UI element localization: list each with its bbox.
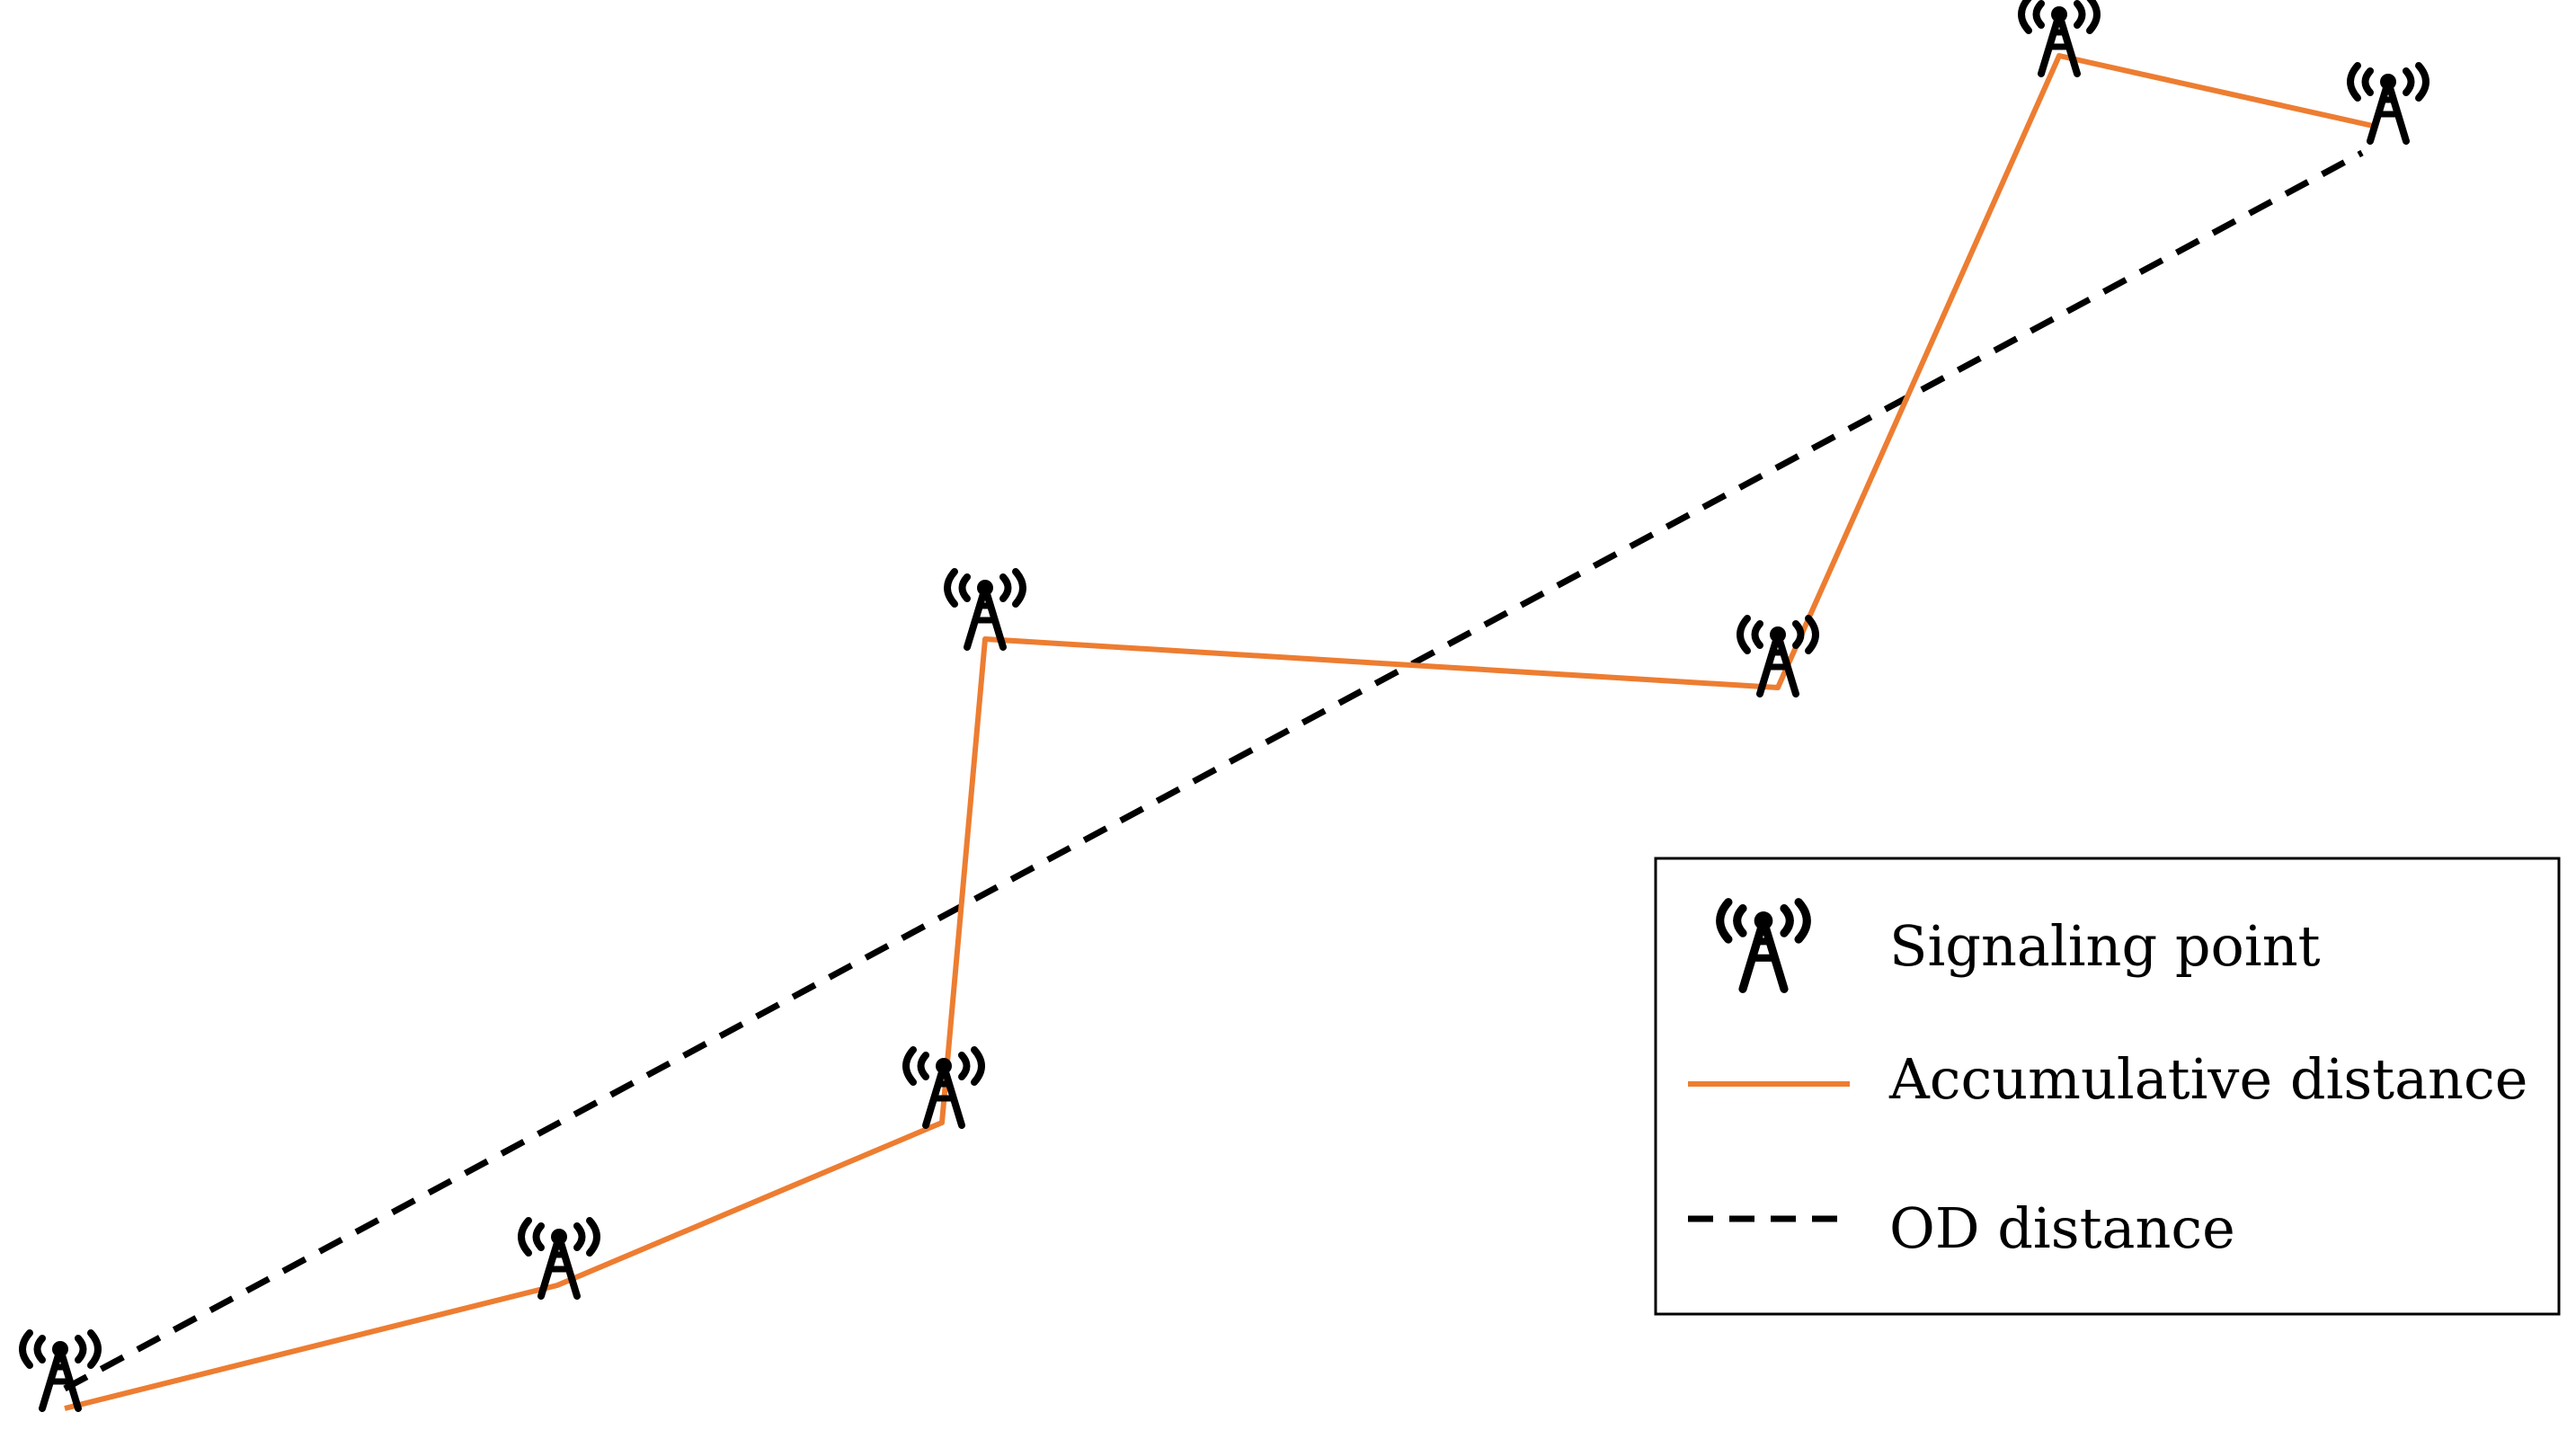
radio-tower-icon <box>22 1333 98 1408</box>
legend-signaling-point-label: Signaling point <box>1889 913 2321 979</box>
radio-tower-icon <box>947 572 1023 647</box>
od-distance-line <box>63 149 2364 1392</box>
legend: Signaling point Accumulative distance OD… <box>1654 857 2561 1316</box>
legend-od-label: OD distance <box>1889 1195 2235 1261</box>
accumulative-distance-line <box>64 53 2374 1411</box>
radio-tower-icon <box>2350 66 2426 141</box>
legend-accumulative-label: Accumulative distance <box>1888 1046 2527 1112</box>
